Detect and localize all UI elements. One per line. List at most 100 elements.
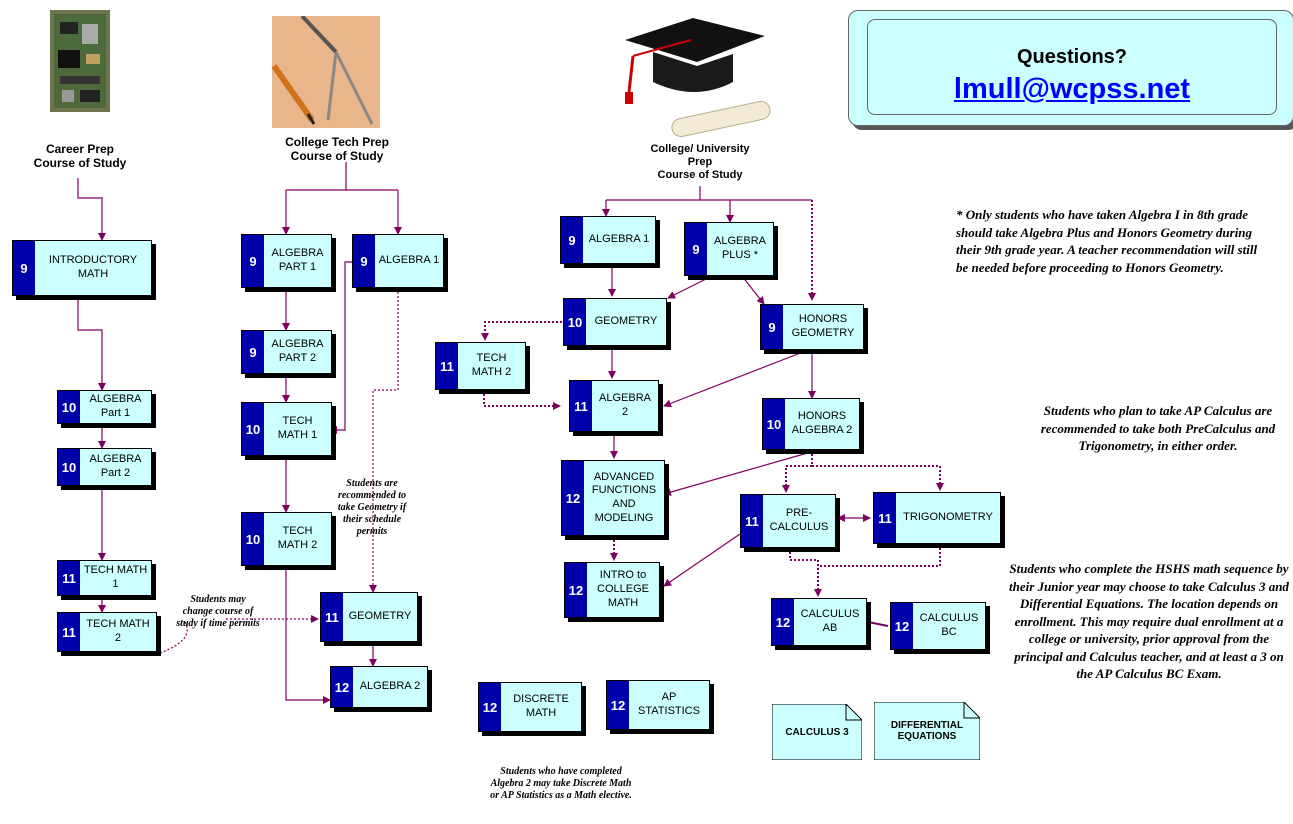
university-prep-heading: College/ University Prep Course of Study — [650, 143, 750, 182]
differential-equations-doc[interactable]: DIFFERENTIAL EQUATIONS — [874, 702, 980, 760]
course-name: TRIGONOMETRY — [903, 511, 993, 524]
graduation-cap-image — [615, 10, 785, 142]
grade-badge: 9 — [353, 235, 375, 287]
course-name: ALGEBRA Part 1 — [89, 393, 142, 419]
course-tech-algebra-part2[interactable]: 9 ALGEBRA PART 2 — [241, 330, 332, 374]
course-univ-algebra2[interactable]: 11 ALGEBRA 2 — [569, 380, 659, 432]
course-name: ALGEBRA 1 — [378, 254, 440, 267]
connector — [663, 349, 809, 408]
grade-badge: 12 — [891, 603, 913, 649]
grade-badge: 10 — [242, 403, 264, 455]
circuit-board-image — [50, 10, 110, 112]
course-name: ALGEBRA PART 2 — [271, 338, 324, 364]
grade-badge: 12 — [772, 599, 794, 645]
grade-badge: 12 — [479, 683, 501, 731]
grade-badge: 10 — [763, 399, 785, 449]
questions-inner-border: Questions? lmull@wcpss.net — [867, 19, 1277, 115]
course-univ-algebra-plus[interactable]: 9 ALGEBRA PLUS * — [684, 222, 774, 276]
connector — [789, 548, 822, 597]
course-univ-geometry[interactable]: 10 GEOMETRY — [563, 298, 667, 346]
hshs-sequence-note: Students who complete the HSHS math sequ… — [1009, 561, 1289, 682]
course-name: GEOMETRY — [594, 315, 658, 328]
course-name: ALGEBRA 1 — [588, 233, 650, 246]
course-introductory-math[interactable]: 9 INTRODUCTORY MATH — [12, 240, 152, 296]
grade-badge: 9 — [685, 223, 707, 275]
connector — [481, 321, 562, 341]
course-career-algebra-part1[interactable]: 10 ALGEBRA Part 1 — [57, 390, 152, 424]
course-name: ALGEBRA PLUS * — [714, 235, 766, 261]
doc-shape — [874, 702, 980, 760]
course-name: TECH MATH 2 — [86, 618, 150, 644]
connector — [782, 450, 813, 493]
grade-badge: 10 — [58, 391, 80, 423]
course-name: HONORS ALGEBRA 2 — [791, 410, 853, 436]
course-name: AP STATISTICS — [638, 691, 700, 717]
differential-equations-label: DIFFERENTIAL EQUATIONS — [890, 720, 964, 742]
tech-prep-heading: College Tech Prep Course of Study — [285, 135, 389, 164]
grade-badge: 11 — [570, 381, 592, 431]
grade-badge: 11 — [58, 613, 80, 651]
course-name: INTRODUCTORY MATH — [48, 254, 138, 280]
grade-badge: 11 — [874, 493, 896, 543]
course-name: TECH MATH 1 — [83, 564, 148, 590]
connector — [285, 566, 331, 704]
course-tech-algebra2[interactable]: 12 ALGEBRA 2 — [330, 666, 428, 708]
course-name: ALGEBRA 2 — [359, 680, 421, 693]
questions-title: Questions? — [1016, 46, 1127, 68]
course-univ-trigonometry[interactable]: 11 TRIGONOMETRY — [873, 492, 1001, 544]
connector — [812, 465, 944, 491]
algebra-plus-note: * Only students who have taken Algebra I… — [956, 207, 1258, 275]
doc-shape — [772, 704, 862, 760]
connector — [667, 275, 713, 299]
connector — [159, 621, 188, 654]
ap-calculus-note: Students who plan to take AP Calculus ar… — [1040, 403, 1276, 454]
connector — [663, 449, 819, 496]
course-tech-algebra-part1[interactable]: 9 ALGEBRA PART 1 — [241, 234, 332, 288]
grade-badge: 10 — [58, 449, 80, 485]
course-name: ALGEBRA PART 1 — [271, 247, 324, 273]
connector — [77, 178, 106, 241]
geometry-recommendation-note: Students are recommended to take Geometr… — [337, 478, 407, 537]
course-name: INTRO to COLLEGE MATH — [597, 569, 649, 609]
grade-badge: 10 — [564, 299, 586, 345]
course-name: TECH MATH 2 — [471, 352, 512, 378]
grade-badge: 12 — [565, 563, 587, 617]
connector — [818, 544, 941, 567]
contact-email-link[interactable]: lmull@wcpss.net — [953, 73, 1191, 105]
course-name: ALGEBRA Part 2 — [89, 453, 142, 479]
course-univ-algebra1[interactable]: 9 ALGEBRA 1 — [560, 216, 656, 264]
grade-badge: 9 — [561, 217, 583, 263]
grade-badge: 9 — [242, 235, 264, 287]
grade-badge: 11 — [58, 561, 80, 595]
course-name: ALGEBRA 2 — [599, 392, 651, 418]
connector — [369, 288, 399, 593]
course-name: HONORS GEOMETRY — [791, 313, 855, 339]
connector — [867, 621, 889, 627]
connector — [483, 390, 561, 410]
grade-badge: 12 — [331, 667, 353, 707]
course-name: PRE- CALCULUS — [769, 507, 829, 533]
grade-badge: 9 — [242, 331, 264, 373]
calculus3-label: CALCULUS 3 — [785, 726, 849, 738]
connector — [741, 275, 765, 305]
course-career-algebra-part2[interactable]: 10 ALGEBRA Part 2 — [57, 448, 152, 486]
calculus3-doc[interactable]: CALCULUS 3 — [772, 704, 862, 760]
course-name: CALCULUS BC — [919, 612, 979, 638]
grade-badge: 9 — [13, 241, 35, 295]
